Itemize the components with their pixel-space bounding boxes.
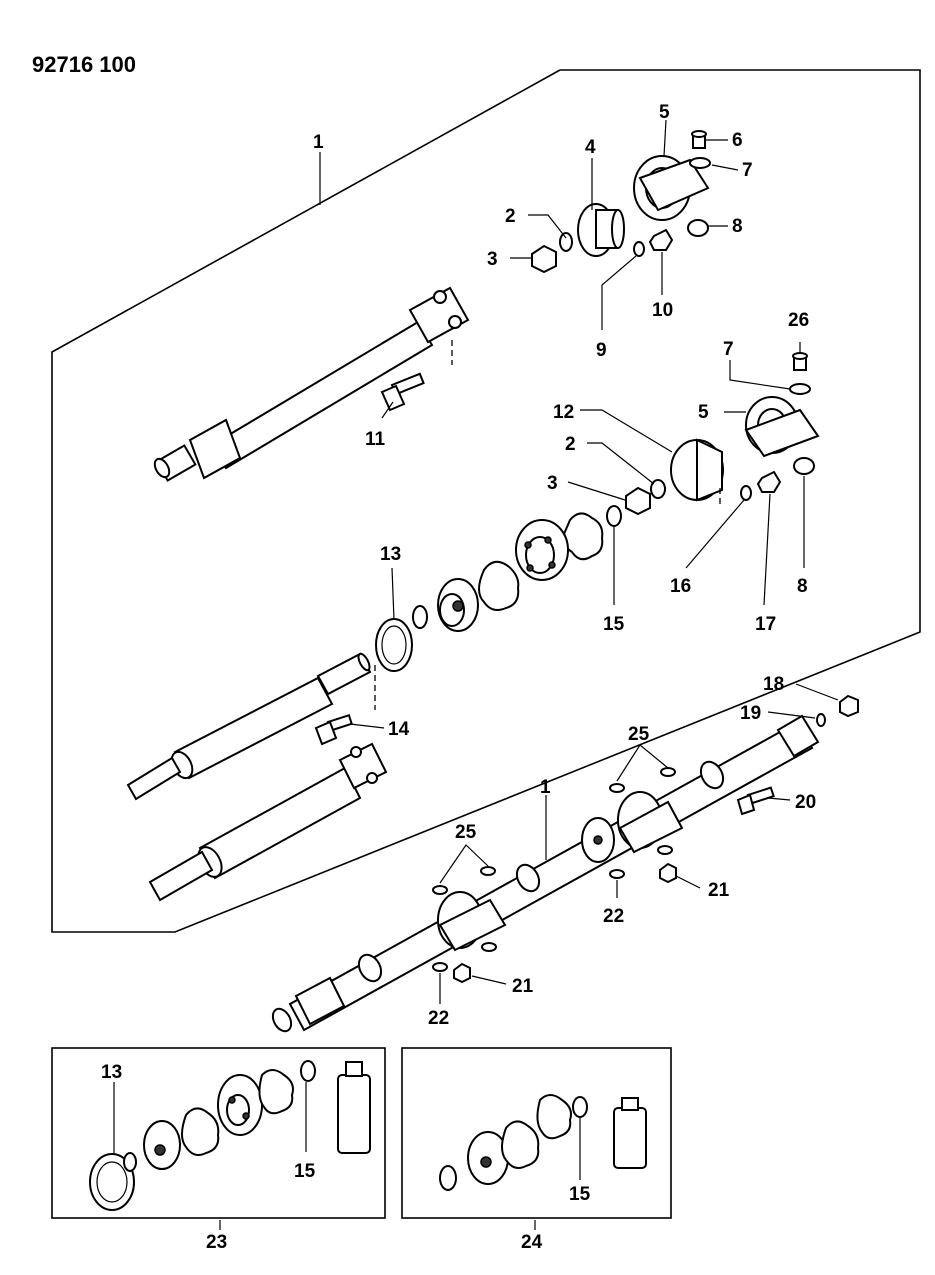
- center-bearing-upper: [531, 130, 711, 274]
- label-3-upper: 3: [487, 249, 498, 270]
- label-21-right: 21: [708, 880, 730, 901]
- label-22-left: 22: [428, 1008, 449, 1029]
- bolt-14: [314, 713, 353, 746]
- label-3-middle: 3: [547, 473, 558, 494]
- kit-23-parts: [89, 1060, 371, 1211]
- label-6: 6: [732, 130, 743, 151]
- bolt-11: [380, 340, 453, 412]
- label-15-kit-23: 15: [294, 1161, 316, 1182]
- label-25-left: 25: [455, 822, 477, 843]
- label-22-right: 22: [603, 906, 624, 927]
- label-7-middle: 7: [723, 339, 734, 360]
- label-1-upper: 1: [313, 132, 324, 153]
- label-9: 9: [596, 340, 607, 361]
- label-7-upper: 7: [742, 160, 753, 181]
- propeller-shaft-assembled: [271, 714, 820, 1033]
- label-11: 11: [365, 429, 386, 450]
- label-13-upper: 13: [380, 544, 401, 565]
- label-8-upper: 8: [732, 216, 743, 237]
- label-18: 18: [763, 674, 784, 695]
- leader-lines: [113, 119, 839, 1230]
- label-2-middle: 2: [565, 434, 576, 455]
- diagram-number: 92716 100: [32, 52, 136, 77]
- label-13-kit: 13: [101, 1062, 122, 1083]
- label-1-lower: 1: [540, 777, 551, 798]
- part-labels: 1 2 3 4 5 6 7 8 9 10 11 26 7 12 5 2 3 13…: [101, 102, 816, 1253]
- kit-23-box: [51, 1047, 386, 1219]
- label-2-upper: 2: [505, 206, 516, 227]
- label-15-kit-24: 15: [569, 1184, 591, 1205]
- label-12: 12: [553, 402, 574, 423]
- propeller-shaft-rear-spline: [126, 652, 376, 801]
- kit-24-box: [401, 1047, 672, 1219]
- label-16: 16: [670, 576, 691, 597]
- bolt-20: [736, 786, 775, 816]
- label-5-middle: 5: [698, 402, 709, 423]
- label-15-upper: 15: [603, 614, 625, 635]
- label-21-left: 21: [512, 976, 534, 997]
- label-4: 4: [585, 137, 596, 158]
- label-14: 14: [388, 719, 410, 740]
- label-24: 24: [521, 1232, 543, 1253]
- propeller-shaft-front: [153, 286, 470, 482]
- label-10: 10: [652, 300, 673, 321]
- nuts-21-18: [453, 694, 859, 984]
- cv-joint-assembly: [375, 505, 622, 672]
- label-5-upper: 5: [659, 102, 670, 123]
- kit-24-parts: [439, 1094, 647, 1191]
- label-23: 23: [206, 1232, 227, 1253]
- propeller-shaft-lower: [148, 742, 388, 902]
- washers-25-22: [432, 767, 676, 972]
- center-bearing-middle: [625, 352, 820, 516]
- label-19: 19: [740, 703, 761, 724]
- main-assembly-outline: [51, 69, 921, 933]
- label-26: 26: [788, 310, 809, 331]
- label-25-right: 25: [628, 724, 650, 745]
- label-20: 20: [795, 792, 816, 813]
- label-17: 17: [755, 614, 776, 635]
- label-8-middle: 8: [797, 576, 808, 597]
